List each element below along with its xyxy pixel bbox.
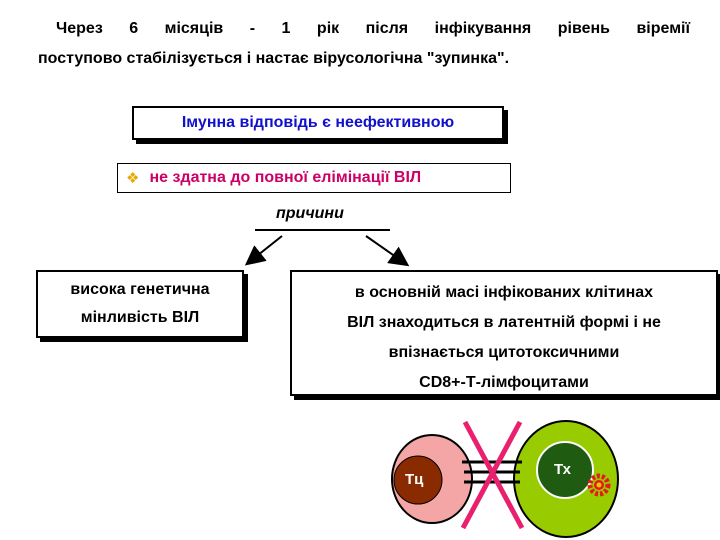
th-label: Тх — [554, 461, 571, 478]
tc-label: Тц — [405, 471, 423, 488]
